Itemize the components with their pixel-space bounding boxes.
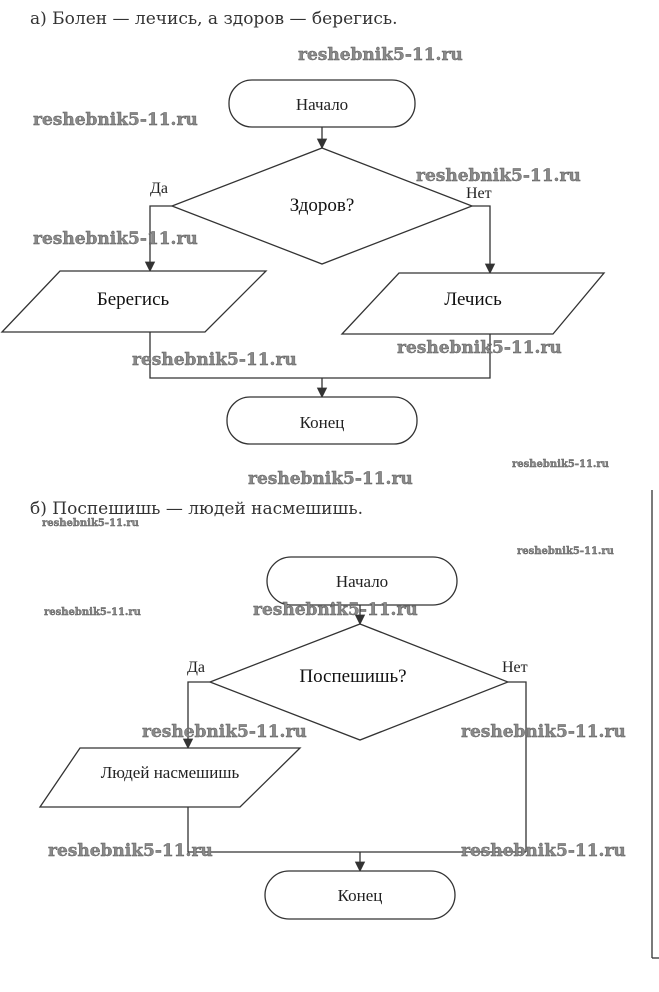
no-connector (508, 681, 527, 852)
watermark: reshebnik5-11.ru (48, 841, 213, 861)
no-branch-label: Нет (502, 659, 528, 676)
no-branch-label: Нет (466, 185, 492, 202)
flowchart-a-no-action: Лечись (340, 272, 606, 335)
flowchart-b-end: Конец (264, 870, 456, 920)
no-connector (472, 205, 496, 275)
yes-branch-label: Да (150, 180, 168, 197)
watermark: reshebnik5-11.ru (33, 229, 198, 249)
end-label: Конец (338, 886, 383, 905)
yes-branch-label: Да (187, 659, 205, 676)
watermark: reshebnik5-11.ru (42, 518, 139, 529)
watermark: reshebnik5-11.ru (512, 459, 609, 470)
start-label: Начало (296, 95, 348, 114)
merge-connector (187, 807, 526, 853)
start-label: Начало (336, 572, 388, 591)
condition-label: Поспешишь? (299, 666, 406, 687)
end-label: Конец (300, 413, 345, 432)
watermark: reshebnik5-11.ru (461, 841, 626, 861)
watermark: reshebnik5-11.ru (298, 45, 463, 65)
flowchart-b-start: Начало (266, 556, 458, 606)
flowchart-a-start: Начало (228, 79, 416, 128)
yes-connector (182, 681, 210, 750)
watermark: reshebnik5-11.ru (461, 722, 626, 742)
no-action-label: Лечись (444, 289, 502, 310)
heading-b: б) Поспешишь — людей насмешишь. (30, 499, 363, 519)
yes-action-label: Берегись (97, 289, 170, 310)
yes-connector (144, 205, 172, 273)
merge-connector (149, 332, 491, 379)
flowchart-a-decision: Здоров? (170, 147, 474, 265)
watermark: reshebnik5-11.ru (44, 607, 141, 618)
watermark: reshebnik5-11.ru (248, 469, 413, 489)
condition-label: Здоров? (290, 195, 355, 216)
flowchart-a-yes-action: Берегись (0, 270, 268, 333)
watermark: reshebnik5-11.ru (397, 338, 562, 358)
flowchart-a-end: Конец (226, 396, 418, 445)
yes-action-label: Людей насмешишь (101, 763, 240, 782)
flowchart-b-yes-action: Людей насмешишь (38, 747, 302, 808)
watermark: reshebnik5-11.ru (253, 600, 418, 620)
watermark: reshebnik5-11.ru (33, 110, 198, 130)
watermark: reshebnik5-11.ru (132, 350, 297, 370)
heading-a: а) Болен — лечись, а здоров — берегись. (30, 9, 398, 29)
watermark: reshebnik5-11.ru (142, 722, 307, 742)
watermark: reshebnik5-11.ru (416, 166, 581, 186)
watermark: reshebnik5-11.ru (517, 546, 614, 557)
flowchart-b-decision: Поспешишь? (208, 623, 510, 741)
